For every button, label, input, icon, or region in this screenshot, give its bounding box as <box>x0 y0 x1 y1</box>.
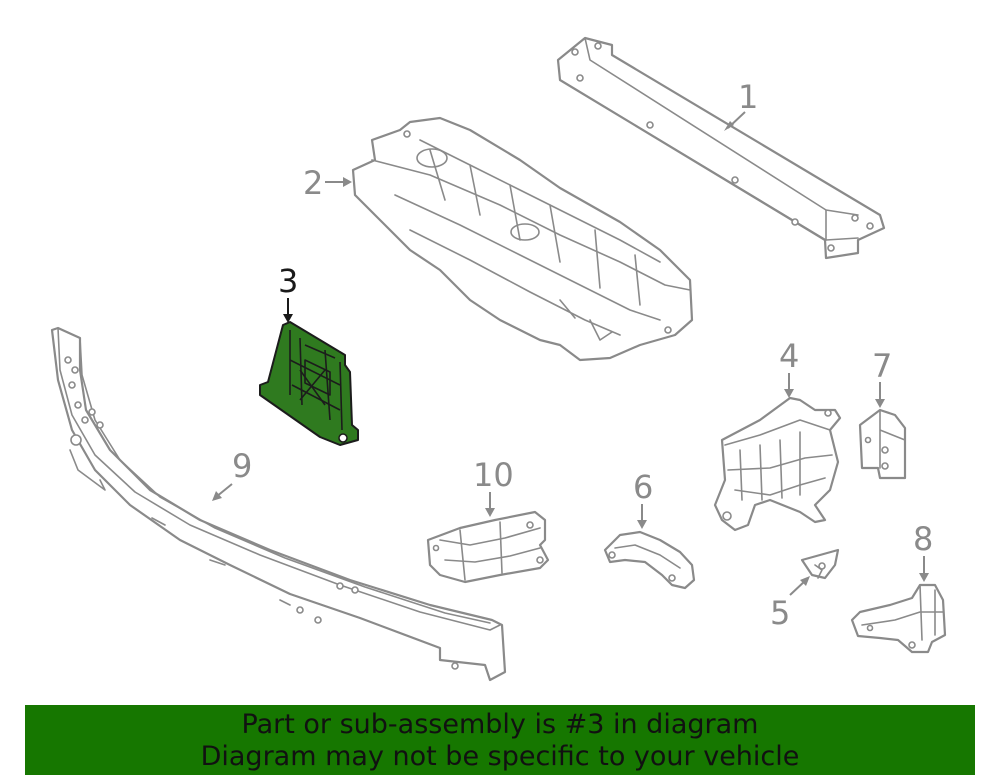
part-6-bracket[interactable] <box>603 530 696 590</box>
info-banner: Part or sub-assembly is #3 in diagram Di… <box>25 705 975 775</box>
part-7-bracket[interactable] <box>858 408 907 480</box>
callout-2: 2 <box>303 164 352 202</box>
part-9-bumper-beam[interactable] <box>50 326 507 682</box>
callout-3: 3 <box>278 262 298 323</box>
callout-1: 1 <box>724 78 758 131</box>
banner-line-1: Part or sub-assembly is #3 in diagram <box>241 709 759 740</box>
callout-7-label: 7 <box>872 347 892 385</box>
callout-8: 8 <box>913 520 933 582</box>
callout-8-label: 8 <box>913 520 933 558</box>
callout-6: 6 <box>633 468 653 529</box>
callout-4: 4 <box>779 337 799 398</box>
callout-10-label: 10 <box>473 456 514 494</box>
part-1-upper-crossmember[interactable] <box>556 36 886 260</box>
callout-5-label: 5 <box>770 594 790 632</box>
callout-9-label: 9 <box>232 447 252 485</box>
callout-6-label: 6 <box>633 468 653 506</box>
callout-7: 7 <box>872 347 892 408</box>
part-2-front-end-carrier[interactable] <box>351 116 694 362</box>
callout-10: 10 <box>473 456 514 517</box>
parts-diagram: 1 2 3 4 7 10 6 9 8 <box>50 36 947 682</box>
callout-3-label: 3 <box>278 262 298 300</box>
banner-line-2: Diagram may not be specific to your vehi… <box>200 741 800 772</box>
callout-5: 5 <box>770 576 810 632</box>
part-8-bracket[interactable] <box>850 583 947 654</box>
part-4-bracket[interactable] <box>713 396 842 532</box>
callout-9: 9 <box>212 447 252 501</box>
part-3-bracket-highlighted[interactable] <box>259 321 359 446</box>
part-10-bracket[interactable] <box>426 510 550 584</box>
part-5-bracket[interactable] <box>800 548 840 580</box>
callout-1-label: 1 <box>738 78 758 116</box>
callout-4-label: 4 <box>779 337 799 375</box>
callout-2-label: 2 <box>303 164 323 202</box>
